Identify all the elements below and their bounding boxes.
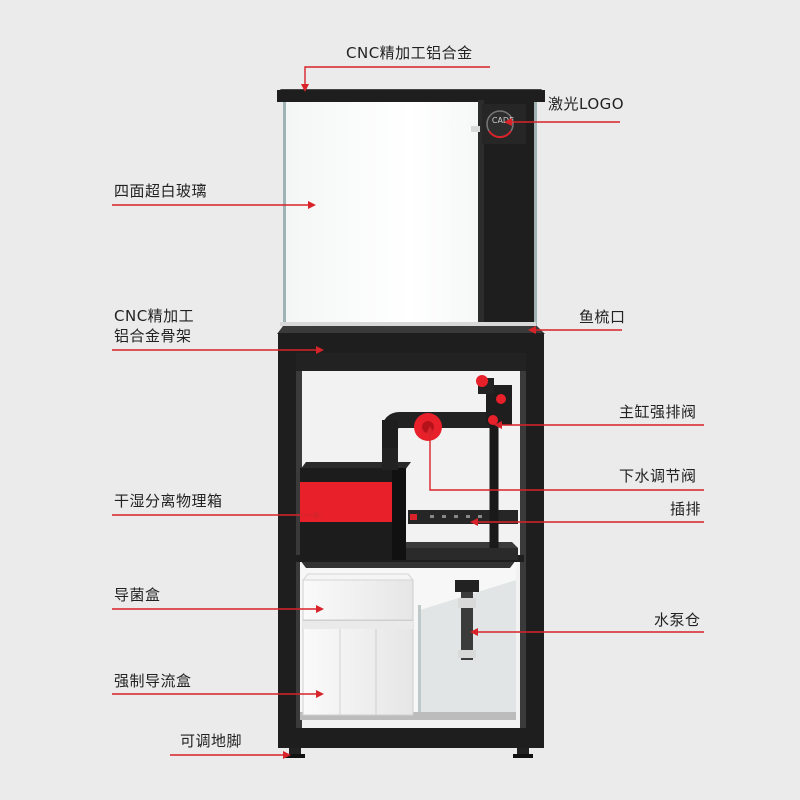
water-pump — [455, 580, 479, 660]
label-filter-box: 干湿分离物理箱 — [114, 492, 223, 510]
label-feet: 可调地脚 — [180, 732, 243, 750]
label-main-valve: 主缸强排阀 — [619, 403, 697, 421]
label-flow-box: 强制导流盒 — [114, 672, 192, 690]
label-power-strip: 插排 — [670, 500, 702, 518]
leader-drain-valve — [429, 432, 704, 491]
label-cnc-frame-line2: 铝合金骨架 — [114, 327, 192, 345]
label-drain-valve: 下水调节阀 — [619, 467, 697, 485]
leader-arrowheads — [283, 84, 536, 759]
label-glass: 四面超白玻璃 — [114, 182, 208, 200]
leader-cnc-top — [304, 66, 490, 90]
logo-text: CADE — [492, 116, 514, 125]
top-frame — [277, 89, 545, 102]
label-laser-logo: 激光LOGO — [548, 95, 625, 113]
tank-base — [277, 322, 545, 334]
label-cnc-top: CNC精加工铝合金 — [346, 44, 473, 62]
filter-media-boxes — [301, 573, 415, 716]
label-cnc-frame-line1: CNC精加工 — [114, 307, 195, 325]
adjustable-feet — [285, 748, 533, 758]
label-bacteria-box: 导菌盒 — [114, 586, 161, 604]
leader-lines — [112, 66, 704, 756]
overflow-column: CADE — [471, 100, 534, 333]
plumbing — [382, 375, 512, 548]
label-pump-bay: 水泵仓 — [654, 611, 701, 629]
dry-wet-filter-box — [300, 462, 411, 560]
label-comb: 鱼梳口 — [579, 308, 626, 326]
